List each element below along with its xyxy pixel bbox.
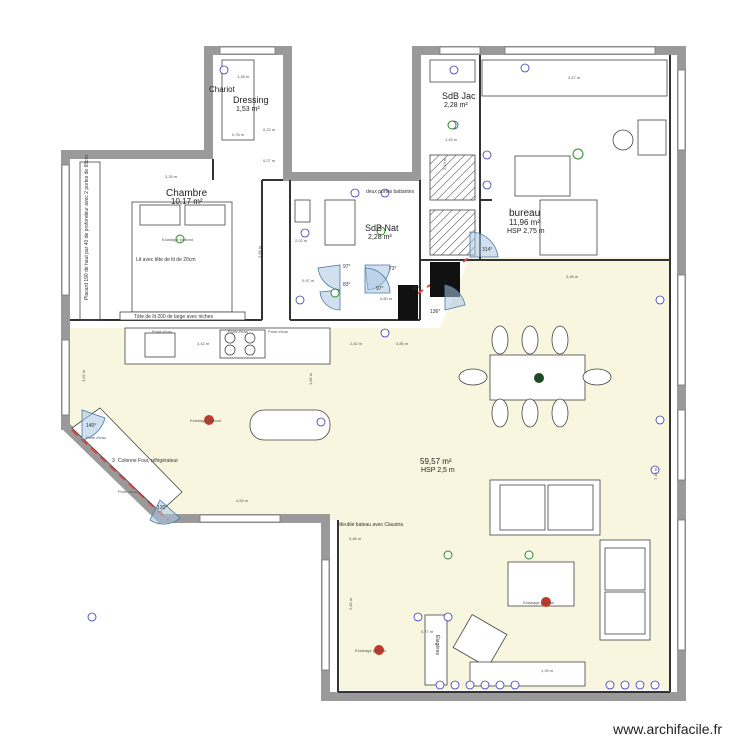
chambre-area: 10,17 m²	[171, 197, 203, 206]
claustra-note-1: Meuble bateau avec Claustra	[338, 522, 403, 528]
dim-kitchen: 4,42 m	[197, 341, 210, 346]
dim-left: 1,62 m	[81, 369, 86, 382]
dressing-tag: Chariot	[209, 85, 236, 94]
shelf-note: Étagères	[434, 635, 441, 656]
doors-note: deux portes battantes	[366, 189, 415, 195]
bed-note: Lit avec tête de lit de 20cm	[136, 257, 195, 263]
dim-corr: 2,82 m	[350, 341, 363, 346]
wardrobe-note: Placard 190 de haut par 40 de profondeur…	[84, 155, 90, 300]
angle-97a: 97°	[343, 264, 351, 270]
archifacile-watermark[interactable]: www.archifacile.fr	[613, 721, 722, 737]
diagonal-section-line	[71, 429, 169, 521]
water-label-3: Point d'eau	[268, 329, 288, 334]
dining-light	[534, 373, 544, 383]
sdb-jac-name: SdB Jac	[442, 91, 476, 101]
dim-sofa: 1,39 m	[541, 668, 554, 673]
dim-a: 0,97 m	[302, 278, 315, 283]
angle-314: 314°	[482, 247, 492, 253]
dim-i: 2,13 m	[442, 157, 447, 170]
dim-b: 0,80 m	[380, 296, 393, 301]
angle-45: 45°	[412, 286, 420, 292]
angle-140: 140°	[86, 423, 96, 429]
bureau-hsp: HSP 2,75 m	[507, 228, 545, 235]
dim-bottom: 4,59 m	[236, 498, 249, 503]
dim-dressing: 1,28 m	[237, 74, 250, 79]
ceiling-label: Eclairage plafond	[162, 237, 193, 242]
main-area: 59,57 m²	[420, 457, 452, 466]
ceiling-label-1: Eclairage plafond	[190, 418, 221, 423]
angle-136: 136°	[430, 309, 440, 315]
ceiling-label-3: Eclairage plafond	[355, 648, 386, 653]
angle-97b: 97°	[376, 286, 384, 292]
dining-table	[458, 325, 612, 428]
water-label-5: Point d'eau	[118, 489, 138, 494]
sdb-nat-name: SdB Nat	[365, 223, 399, 233]
ceiling-label-2: Eclairage plafond	[523, 600, 554, 605]
dressing-name: Dressing	[233, 95, 269, 105]
electric-points	[87, 63, 665, 690]
kitchen-counter	[124, 327, 331, 441]
bathroom-fixtures	[221, 59, 476, 256]
angle-130: 130°	[157, 505, 167, 511]
dim-c: 0,46 m	[349, 536, 362, 541]
dressing-area: 1,53 m²	[236, 106, 260, 113]
sofas	[424, 479, 651, 687]
dim-e: 1,85 m	[308, 372, 313, 385]
dim-d: 2,02 m	[295, 238, 308, 243]
dim-f: 0,27 m	[263, 158, 276, 163]
dim-sdb: 1,43 m	[445, 137, 458, 142]
dim-bureau-top: 3,47 m	[568, 75, 581, 80]
dim-main-top: 3,48 m	[566, 274, 579, 279]
dim-lower: 2,82 m	[348, 597, 353, 610]
light-points	[175, 120, 584, 560]
windows	[61, 46, 686, 671]
column-note: Colonne Four, réfrigérateur	[118, 458, 178, 464]
sdb-jac-area: 2,28 m²	[444, 102, 468, 109]
dim-right: 7,16 m	[653, 467, 658, 480]
bed	[79, 161, 246, 321]
dim-g: 0,76 m	[232, 132, 245, 137]
bureau-furniture	[481, 59, 668, 256]
dim-h: 0,22 m	[263, 127, 276, 132]
dim-j: 0,77 m	[421, 629, 434, 634]
chambre-name: Chambre	[166, 188, 208, 199]
bureau-area: 11,96 m²	[509, 218, 540, 227]
dim-corr2: 0,86 m	[396, 341, 409, 346]
main-hsp: HSP 2,5 m	[421, 467, 455, 474]
bureau-name: bureau	[509, 208, 540, 219]
angle-83: 83°	[343, 282, 351, 288]
door-swings	[81, 231, 499, 525]
headboard-note: Tête de lit 200 de large avec niches	[134, 314, 213, 320]
water-label-4: Point d'eau	[86, 435, 106, 440]
water-label-1: Point d'eau	[152, 329, 172, 334]
dim-k: 2,56 m	[257, 245, 262, 258]
angle-73: 73°	[389, 266, 397, 272]
column-prefix: 3	[112, 458, 115, 464]
dim-chambre-top: 3,25 m	[165, 174, 178, 179]
water-label-2: Point d'eau	[228, 329, 248, 334]
sdb-nat-area: 2,28 m²	[368, 234, 392, 241]
ceiling-lights	[204, 415, 551, 655]
